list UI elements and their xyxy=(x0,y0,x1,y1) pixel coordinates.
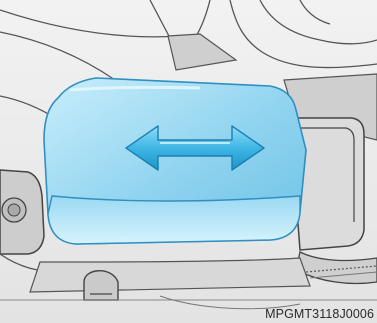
armrest xyxy=(44,78,306,244)
armrest-front-face xyxy=(48,196,300,244)
figure-code: MPGMT3118J0006 xyxy=(265,307,374,321)
